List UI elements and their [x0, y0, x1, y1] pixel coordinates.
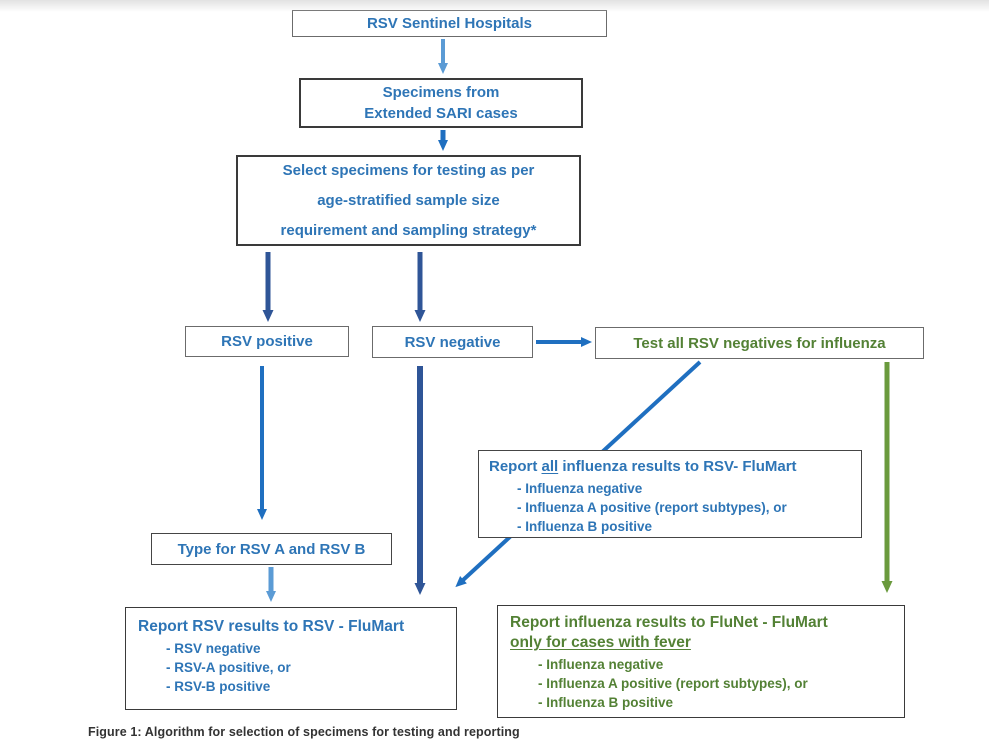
node-test-all-rsv-negatives: Test all RSV negatives for influenza: [595, 327, 924, 359]
bullet-item: - Influenza A positive (report subtypes)…: [517, 500, 787, 515]
node-label: RSV Sentinel Hospitals: [366, 15, 533, 32]
node-select-specimens: Select specimens for testing as per age-…: [236, 155, 581, 246]
node-bullet-list: - RSV negative - RSV-A positive, or - RS…: [138, 639, 448, 696]
figure-caption: Figure 1: Algorithm for selection of spe…: [88, 725, 520, 739]
node-label: RSV negative: [404, 333, 501, 351]
node-label-line3: requirement and sampling strategy*: [280, 221, 537, 239]
node-type-for-rsv-a-b: Type for RSV A and RSV B: [151, 533, 392, 565]
bullet-item: - Influenza B positive: [538, 695, 674, 710]
node-label: Type for RSV A and RSV B: [177, 540, 366, 558]
node-label-line1: Specimens from: [382, 84, 500, 101]
node-title: Report all influenza results to RSV- Flu…: [489, 458, 797, 475]
bullet-item: - Influenza A positive (report subtypes)…: [538, 676, 808, 691]
node-label-line2: age-stratified sample size: [317, 191, 500, 209]
bullet-item: - Influenza negative: [538, 657, 664, 672]
node-label: RSV positive: [221, 333, 313, 350]
node-title: Report RSV results to RSV - FluMart: [138, 618, 405, 635]
node-title-line2: only for cases with fever: [510, 634, 691, 651]
node-rsv-negative: RSV negative: [372, 326, 533, 358]
node-report-rsv-results-flumart: Report RSV results to RSV - FluMart - RS…: [125, 607, 457, 710]
node-report-influenza-flunet-flumart: Report influenza results to FluNet - Flu…: [497, 605, 905, 718]
node-title-line1: Report influenza results to FluNet - Flu…: [510, 614, 828, 631]
node-specimens-from-extended-sari: Specimens from Extended SARI cases: [299, 78, 583, 128]
bullet-item: - RSV-A positive, or: [166, 660, 291, 675]
node-report-all-influenza-flumart: Report all influenza results to RSV- Flu…: [478, 450, 862, 538]
bullet-item: - RSV-B positive: [166, 679, 271, 694]
node-label-line2: Extended SARI cases: [364, 105, 518, 122]
node-title: Report influenza results to FluNet - Flu…: [510, 613, 896, 653]
node-rsv-positive: RSV positive: [185, 326, 349, 357]
bullet-item: - Influenza B positive: [517, 519, 653, 534]
bullet-item: - RSV negative: [166, 641, 261, 656]
bullet-item: - Influenza negative: [517, 481, 643, 496]
node-bullet-list: - Influenza negative - Influenza A posit…: [510, 655, 896, 712]
node-label-line1: Select specimens for testing as per: [282, 161, 535, 179]
node-label: Test all RSV negatives for influenza: [633, 334, 886, 352]
node-rsv-sentinel-hospitals: RSV Sentinel Hospitals: [292, 10, 607, 37]
node-bullet-list: - Influenza negative - Influenza A posit…: [489, 479, 853, 536]
